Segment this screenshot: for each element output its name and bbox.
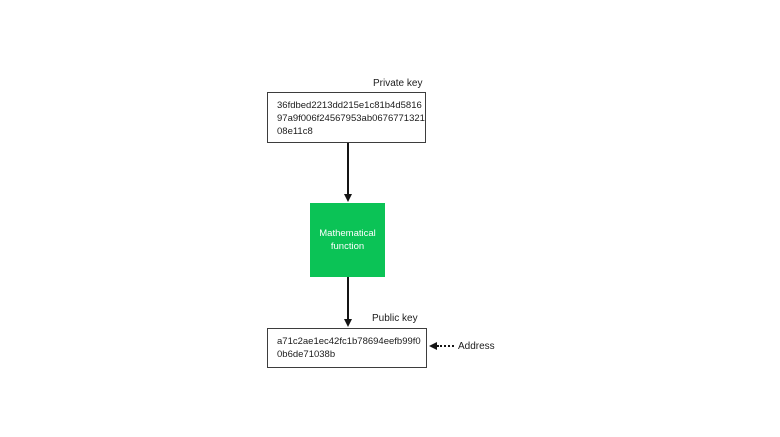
arrow-line	[347, 277, 349, 320]
function-box-line: function	[330, 241, 365, 252]
arrowhead-down-icon	[343, 194, 352, 202]
private-key-box: 36fdbed2213dd215e1c81b4d5816 97a9f006f24…	[267, 92, 426, 143]
public-key-label: Public key	[372, 313, 418, 324]
function-box-line: Mathematical	[319, 228, 376, 239]
public-key-hex-line: 0b6de71038b	[277, 349, 336, 360]
dotted-line	[437, 345, 454, 347]
private-key-hex-line: 36fdbed2213dd215e1c81b4d5816	[277, 100, 422, 111]
private-key-hex-line: 97a9f006f24567953ab0676771321	[277, 113, 425, 124]
private-key-label: Private key	[373, 78, 423, 89]
arrowhead-left-icon	[429, 342, 437, 350]
public-key-box: a71c2ae1ec42fc1b78694eefb99f0 0b6de71038…	[267, 328, 427, 368]
arrowhead-down-icon	[343, 319, 352, 327]
arrow-line	[347, 143, 349, 195]
public-key-hex-line: a71c2ae1ec42fc1b78694eefb99f0	[277, 336, 421, 347]
private-key-hex-line: 08e11c8	[277, 126, 313, 137]
mathematical-function-box: Mathematical function	[310, 203, 385, 277]
address-label: Address	[458, 341, 495, 352]
